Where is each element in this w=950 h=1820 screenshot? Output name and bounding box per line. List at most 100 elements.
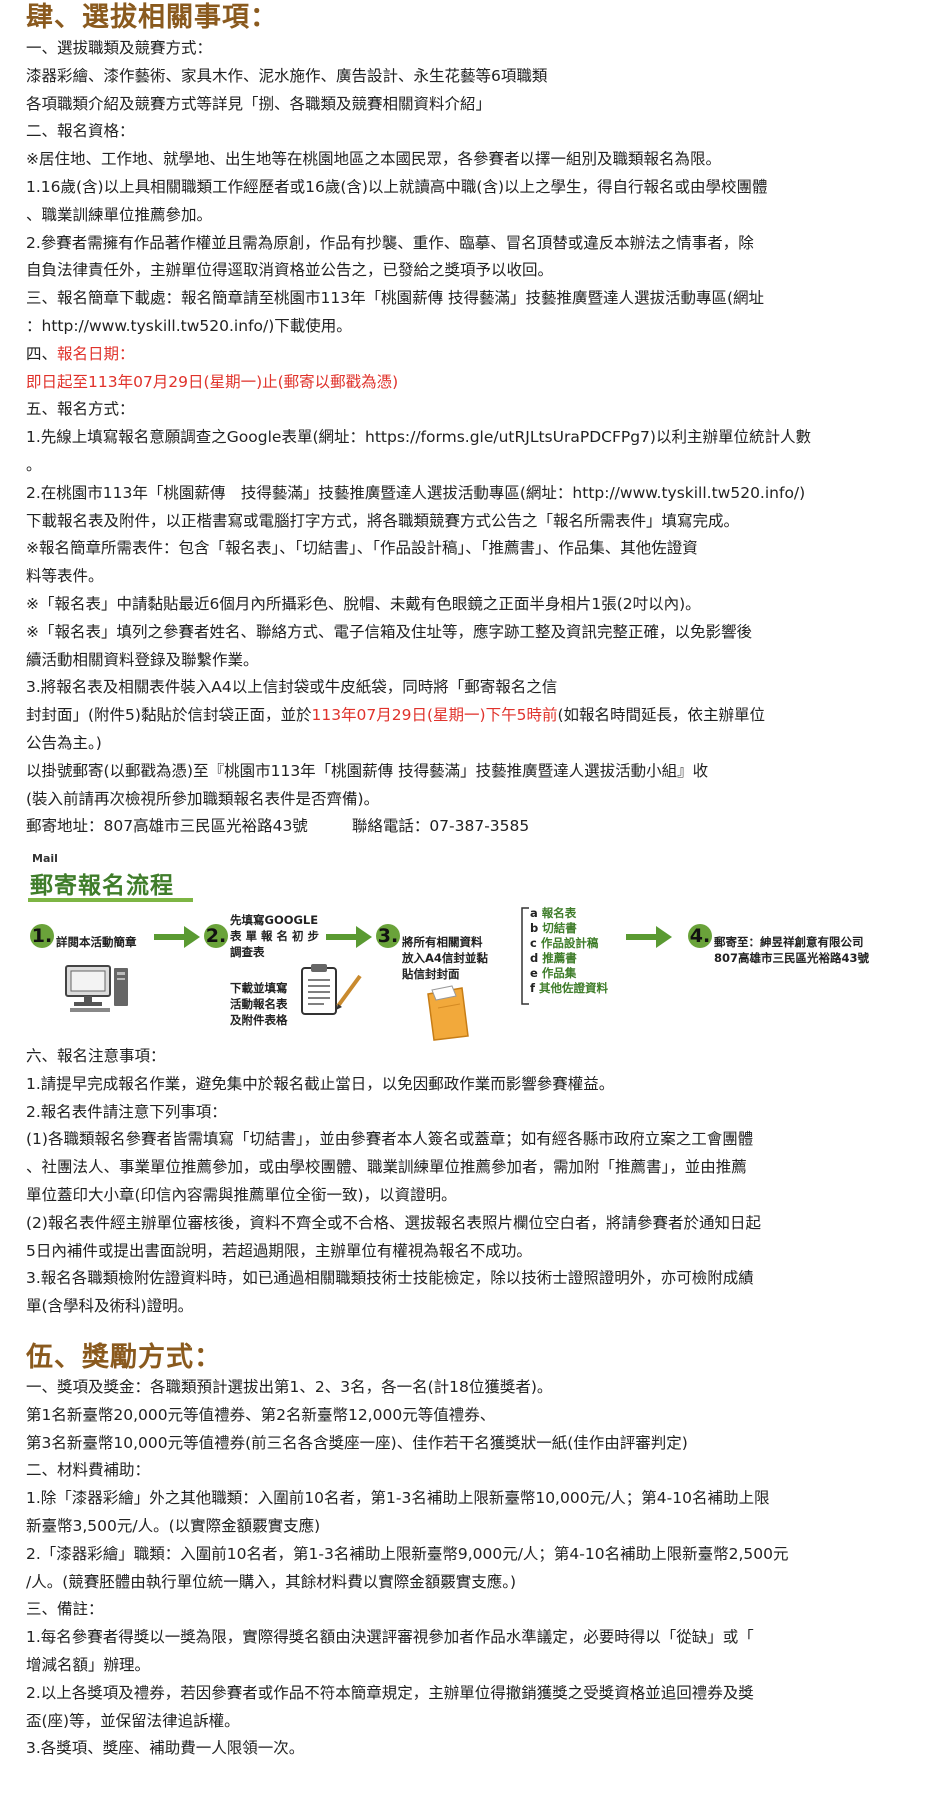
text-line: 1.除「漆器彩繪」外之其他職類：入圍前10名者，第1-3名補助上限新臺幣10,0… bbox=[26, 1489, 770, 1508]
step-3-text-line2: 放入A4信封並黏 bbox=[402, 951, 488, 965]
text-line: 1.先線上填寫報名意願調查之Google表單(網址：https://forms.… bbox=[26, 428, 811, 447]
list-item-label: 作品設計稿 bbox=[540, 936, 599, 950]
bracket-icon bbox=[521, 907, 529, 1005]
text-line: /人。(競賽胚體由執行單位統一購入，其餘材料費以實際金額覈實支應。) bbox=[26, 1572, 517, 1591]
text-line: 自負法律責任外，主辦單位得逕取消資格並公告之，已發給之獎項予以收回。 bbox=[26, 261, 554, 280]
download-note-line1: 下載並填寫 bbox=[230, 981, 288, 995]
reg-date-label: 四、報名日期： bbox=[26, 341, 811, 369]
list-item-label: 其他佐證資料 bbox=[539, 981, 609, 995]
step-4-number: 4. bbox=[688, 924, 712, 948]
text-line: 六、報名注意事項： bbox=[26, 1047, 166, 1065]
text-line: ：http://www.tyskill.tw520.info/)下載使用。 bbox=[26, 316, 352, 335]
computer-icon bbox=[65, 965, 128, 1012]
step-1-text: 詳閱本活動簡章 bbox=[56, 935, 137, 949]
text-line: 第1名新臺幣20,000元等值禮券、第2名新臺幣12,000元等值禮券、 bbox=[26, 1405, 496, 1424]
download-note-line3: 及附件表格 bbox=[230, 1013, 288, 1027]
envelope-deadline: 113年07月29日(星期一)下午5時前 bbox=[311, 706, 558, 725]
list-item-label: 切結書 bbox=[542, 921, 577, 935]
text-line: 下載報名表及附件，以正楷書寫或電腦打字方式，將各職類競賽方式公告之「報名所需表件… bbox=[26, 511, 740, 530]
registration-notes: 六、報名注意事項： 1.請提早完成報名作業，避免集中於報名截止當日，以免因郵政作… bbox=[26, 1043, 761, 1321]
list-item-label: 報名表 bbox=[541, 906, 577, 920]
section5-heading: 伍、獎勵方式： bbox=[26, 1342, 222, 1373]
step-3-number: 3. bbox=[376, 924, 400, 948]
text-line: 5日內補件或提出書面說明，若超過期限，主辦單位有權視為報名不成功。 bbox=[26, 1241, 532, 1260]
step-2-number: 2. bbox=[204, 924, 228, 948]
mail-flow-diagram: Mail 郵寄報名流程 1. 詳閱本活動簡章 2. 先填寫GOOGLE 表 單 … bbox=[26, 852, 926, 1042]
text-line: 二、報名資格： bbox=[26, 122, 135, 141]
envelope-post: (如報名時間延長，依主辦單位 bbox=[557, 706, 766, 725]
text-line: 3.報名各職類檢附佐證資料時，如已通過相關職類技術士技能檢定，除以技術士證照證明… bbox=[26, 1269, 754, 1288]
list-item-letter: f bbox=[530, 981, 536, 995]
section4-lines-a: 一、選拔職類及競賽方式： 漆器彩繪、漆作藝術、家具木作、泥水施作、廣告設計、永生… bbox=[26, 35, 811, 841]
text-line: 續活動相關資料登錄及聯繫作業。 bbox=[26, 650, 259, 669]
text-line: (2)報名表件經主辦單位審核後，資料不齊全或不合格、選拔報名表照片欄位空白者，將… bbox=[26, 1213, 761, 1232]
text-line: 2.參賽者需擁有作品著作權並且需為原創，作品有抄襲、重作、臨摹、冒名頂替或違反本… bbox=[26, 233, 754, 252]
text-line: 、社團法人、事業單位推薦參加，或由學校團體、職業訓練單位推薦參加者，需加附「推薦… bbox=[26, 1158, 747, 1177]
step-4-text-line1: 郵寄至：紳昱祥創意有限公司 bbox=[714, 935, 864, 949]
text-line: 二、材料費補助： bbox=[26, 1461, 151, 1480]
list-item-label: 推薦書 bbox=[542, 951, 577, 965]
list-item-letter: e bbox=[530, 966, 538, 980]
envelope-icon bbox=[427, 985, 469, 1041]
contact-line: 郵寄地址：807高雄市三民區光裕路43號聯絡電話：07-387-3585 bbox=[26, 813, 811, 841]
text-line: 以掛號郵寄(以郵戳為憑)至『桃園市113年「桃園薪傳 技得藝滿」技藝推廣暨達人選… bbox=[26, 761, 709, 780]
text-line: 增減名額」辦理。 bbox=[26, 1655, 151, 1674]
text-line: 三、報名簡章下載處：報名簡章請至桃園市113年「桃園薪傳 技得藝滿」技藝推廣暨達… bbox=[26, 289, 765, 308]
arrow-right-icon bbox=[326, 926, 372, 948]
text-line: 單位蓋印大小章(印信內容需與推薦單位全銜一致)，以資證明。 bbox=[26, 1185, 457, 1204]
text-line: ※居住地、工作地、就學地、出生地等在桃園地區之本國民眾，各參賽者以擇一組別及職類… bbox=[26, 150, 721, 169]
mail-label: Mail bbox=[32, 852, 58, 865]
list-item-letter: d bbox=[530, 951, 539, 965]
text-line: 五、報名方式： bbox=[26, 400, 135, 419]
step-3-text-line3: 貼信封封面 bbox=[402, 967, 460, 981]
text-line: 各項職類介紹及競賽方式等詳見「捌、各職類及競賽相關資料介紹」 bbox=[26, 94, 492, 113]
step-2-text-line2: 表 單 報 名 初 步 bbox=[230, 929, 320, 943]
reg-date-prefix: 四、 bbox=[26, 344, 58, 363]
reg-date-label-text: 報名日期： bbox=[57, 344, 135, 363]
text-line: 一、選拔職類及競賽方式： bbox=[26, 39, 213, 57]
text-line: 、職業訓練單位推薦參加。 bbox=[26, 205, 213, 224]
envelope-deadline-line: 封封面」(附件5)黏貼於信封袋正面，並於113年07月29日(星期一)下午5時前… bbox=[26, 702, 811, 730]
reg-date-value: 即日起至113年07月29日(星期一)止(郵寄以郵戳為憑) bbox=[26, 372, 399, 391]
text-line: 料等表件。 bbox=[26, 567, 104, 586]
text-line: 1.每名參賽者得獎以一獎為限，實際得獎名額由決選評審視參加者作品水準議定，必要時… bbox=[26, 1628, 754, 1647]
step-4-text-line2: 807高雄市三民區光裕路43號 bbox=[714, 951, 870, 965]
list-item-letter: b bbox=[530, 921, 539, 935]
list-item-letter: a bbox=[530, 906, 538, 920]
step-2-text-line3: 調查表 bbox=[230, 945, 265, 959]
clipboard-form-icon bbox=[301, 964, 362, 1015]
step-1-number: 1. bbox=[30, 924, 54, 948]
section4-heading: 肆、選拔相關事項： bbox=[26, 2, 278, 33]
text-line: 公告為主。) bbox=[26, 733, 102, 752]
text-line: 3.各獎項、獎座、補助費一人限領一次。 bbox=[26, 1739, 305, 1758]
text-line: 盃(座)等，並保留法律追訴權。 bbox=[26, 1711, 240, 1730]
text-line: ※「報名表」填列之參賽者姓名、聯絡方式、電子信箱及住址等，應字跡工整及資訊完整正… bbox=[26, 622, 752, 641]
text-line: 2.報名表件請注意下列事項： bbox=[26, 1102, 227, 1121]
text-line: 新臺幣3,500元/人。(以實際金額覈實支應) bbox=[26, 1516, 321, 1535]
text-line: ※報名簡章所需表件：包含「報名表」、「切結書」、「作品設計稿」、「推薦書」、作品… bbox=[26, 539, 698, 558]
flow-title-underline bbox=[28, 898, 193, 902]
arrow-right-icon bbox=[626, 926, 672, 948]
text-line: 1.16歲(含)以上具相關職類工作經歷者或16歲(含)以上就讀高中職(含)以上之… bbox=[26, 177, 768, 196]
flow-title: 郵寄報名流程 bbox=[30, 873, 174, 899]
text-line: 1.請提早完成報名作業，避免集中於報名截止當日，以免因郵政作業而影響參賽權益。 bbox=[26, 1074, 615, 1093]
list-item-letter: c bbox=[530, 936, 537, 950]
step-2-text-line1: 先填寫GOOGLE bbox=[230, 913, 319, 927]
text-line: (裝入前請再次檢視所參加職類報名表件是否齊備)。 bbox=[26, 789, 380, 808]
text-line: 三、備註： bbox=[26, 1600, 104, 1619]
text-line: 一、獎項及獎金：各職類預計選拔出第1、2、3名，各一名(計18位獲獎者)。 bbox=[26, 1378, 553, 1396]
text-line: 2.以上各獎項及禮券，若因參賽者或作品不符本簡章規定，主辦單位得撤銷獲獎之受獎資… bbox=[26, 1683, 754, 1702]
text-line: ※「報名表」中請黏貼最近6個月內所攝彩色、脫帽、未戴有色眼鏡之正面半身相片1張(… bbox=[26, 594, 701, 613]
text-line: 單(含學科及術科)證明。 bbox=[26, 1297, 194, 1316]
text-line: (1)各職類報名參賽者皆需填寫「切結書」，並由參賽者本人簽名或蓋章；如有經各縣市… bbox=[26, 1130, 754, 1149]
envelope-pre: 封封面」(附件5)黏貼於信封袋正面，並於 bbox=[26, 706, 312, 725]
text-line: 2.在桃園市113年「桃園薪傳 技得藝滿」技藝推廣暨達人選拔活動專區(網址：ht… bbox=[26, 483, 806, 502]
text-line: 。 bbox=[26, 455, 42, 474]
download-note-line2: 活動報名表 bbox=[230, 997, 288, 1011]
